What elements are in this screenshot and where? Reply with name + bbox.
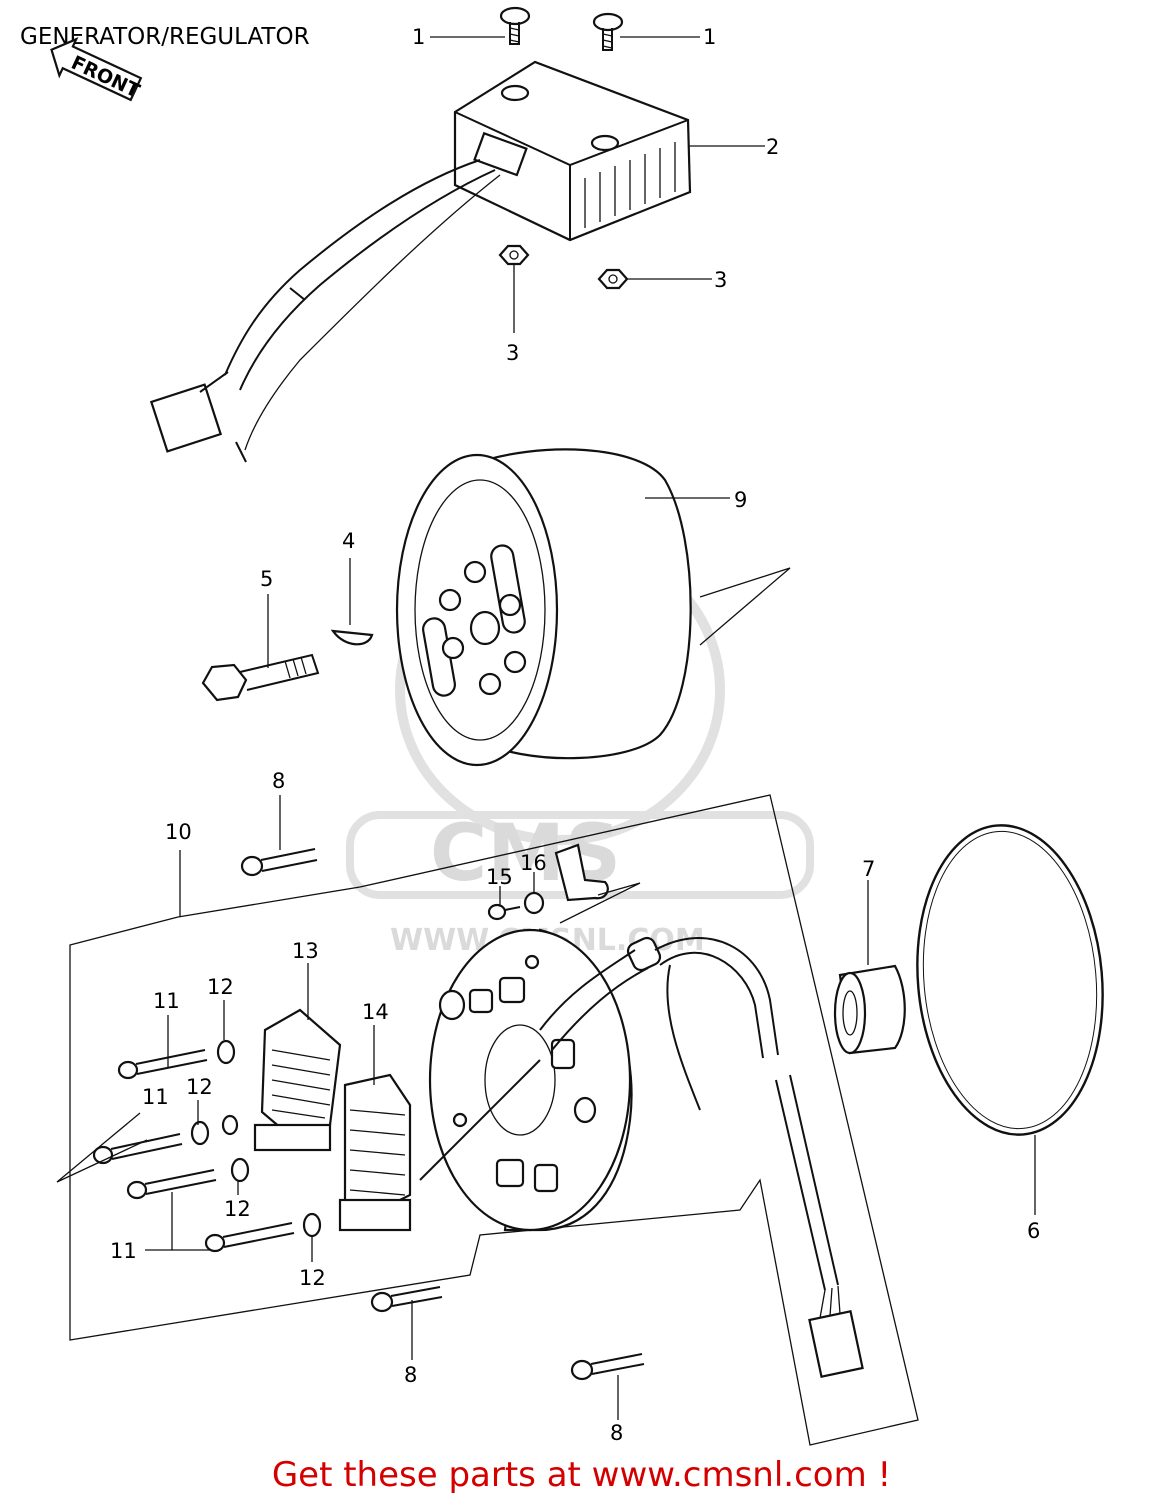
rotor-part-9 xyxy=(395,448,692,767)
callout-14: 14 xyxy=(362,1000,389,1024)
callout-6: 6 xyxy=(1027,1219,1040,1243)
callout-1-left: 1 xyxy=(412,25,425,49)
screw-part-8-bottom-left xyxy=(370,1286,443,1313)
callout-15: 15 xyxy=(486,865,513,889)
callout-11-bottom: 11 xyxy=(110,1239,137,1263)
stator-lead-harness xyxy=(419,936,864,1379)
screw-part-11-middle xyxy=(92,1133,183,1165)
callout-4: 4 xyxy=(342,529,355,553)
callout-11-top: 11 xyxy=(153,989,180,1013)
stator-plate xyxy=(428,928,633,1232)
nut-part-3-right xyxy=(597,268,629,290)
screw-part-11-top xyxy=(117,1049,208,1080)
callout-9: 9 xyxy=(734,488,747,512)
footer-link-text[interactable]: Get these parts at www.cmsnl.com ! xyxy=(271,1455,892,1495)
callout-13: 13 xyxy=(292,939,319,963)
callout-12-top: 12 xyxy=(207,975,234,999)
nut-part-3-center xyxy=(498,244,530,266)
washer-part-12-b xyxy=(190,1120,210,1146)
washer-part-12-c xyxy=(230,1157,250,1183)
callout-2: 2 xyxy=(766,135,779,159)
screw-part-15 xyxy=(487,903,521,921)
callout-8-top: 8 xyxy=(272,769,285,793)
washer-part-12-extra xyxy=(221,1114,239,1136)
regulator-part-2 xyxy=(453,60,692,242)
callout-12-bottom: 12 xyxy=(299,1266,326,1290)
screw-part-8-bottom-right xyxy=(570,1353,645,1381)
callout-1-right: 1 xyxy=(703,25,716,49)
callout-12-lower: 12 xyxy=(224,1197,251,1221)
callout-8-bottom-right: 8 xyxy=(610,1421,623,1445)
bolt-part-5 xyxy=(201,653,320,702)
coil-part-13 xyxy=(253,1008,342,1152)
o-ring-part-6 xyxy=(916,824,1104,1136)
callout-5: 5 xyxy=(260,567,273,591)
callout-12-middle: 12 xyxy=(186,1075,213,1099)
callout-10: 10 xyxy=(165,820,192,844)
washer-part-12-d xyxy=(302,1212,322,1238)
washer-part-12-a xyxy=(216,1039,236,1065)
callout-8-bottom-left: 8 xyxy=(404,1363,417,1387)
screw-part-1-right xyxy=(592,12,624,51)
washer-part-16 xyxy=(523,891,545,915)
callout-3-right: 3 xyxy=(714,268,727,292)
callout-7: 7 xyxy=(862,857,875,881)
regulator-wire-harness xyxy=(149,159,501,463)
callout-11-middle: 11 xyxy=(142,1085,169,1109)
stator-kit-outline-part-10 xyxy=(69,794,919,1446)
front-label: FRONT xyxy=(68,52,143,103)
screw-part-8-top xyxy=(240,848,318,877)
screw-part-11-third xyxy=(126,1169,217,1200)
screw-part-1-left xyxy=(499,6,531,45)
coil-part-14 xyxy=(338,1073,412,1232)
callout-3-center: 3 xyxy=(506,341,519,365)
callout-16: 16 xyxy=(520,851,547,875)
callout-labels: 1 1 2 3 3 4 5 9 8 10 13 14 11 12 11 12 1… xyxy=(110,25,1040,1445)
key-part-4 xyxy=(330,629,374,646)
oil-seal-part-7 xyxy=(833,964,906,1055)
screw-part-11-bottom xyxy=(204,1222,295,1253)
leader-lines xyxy=(56,36,1036,1420)
